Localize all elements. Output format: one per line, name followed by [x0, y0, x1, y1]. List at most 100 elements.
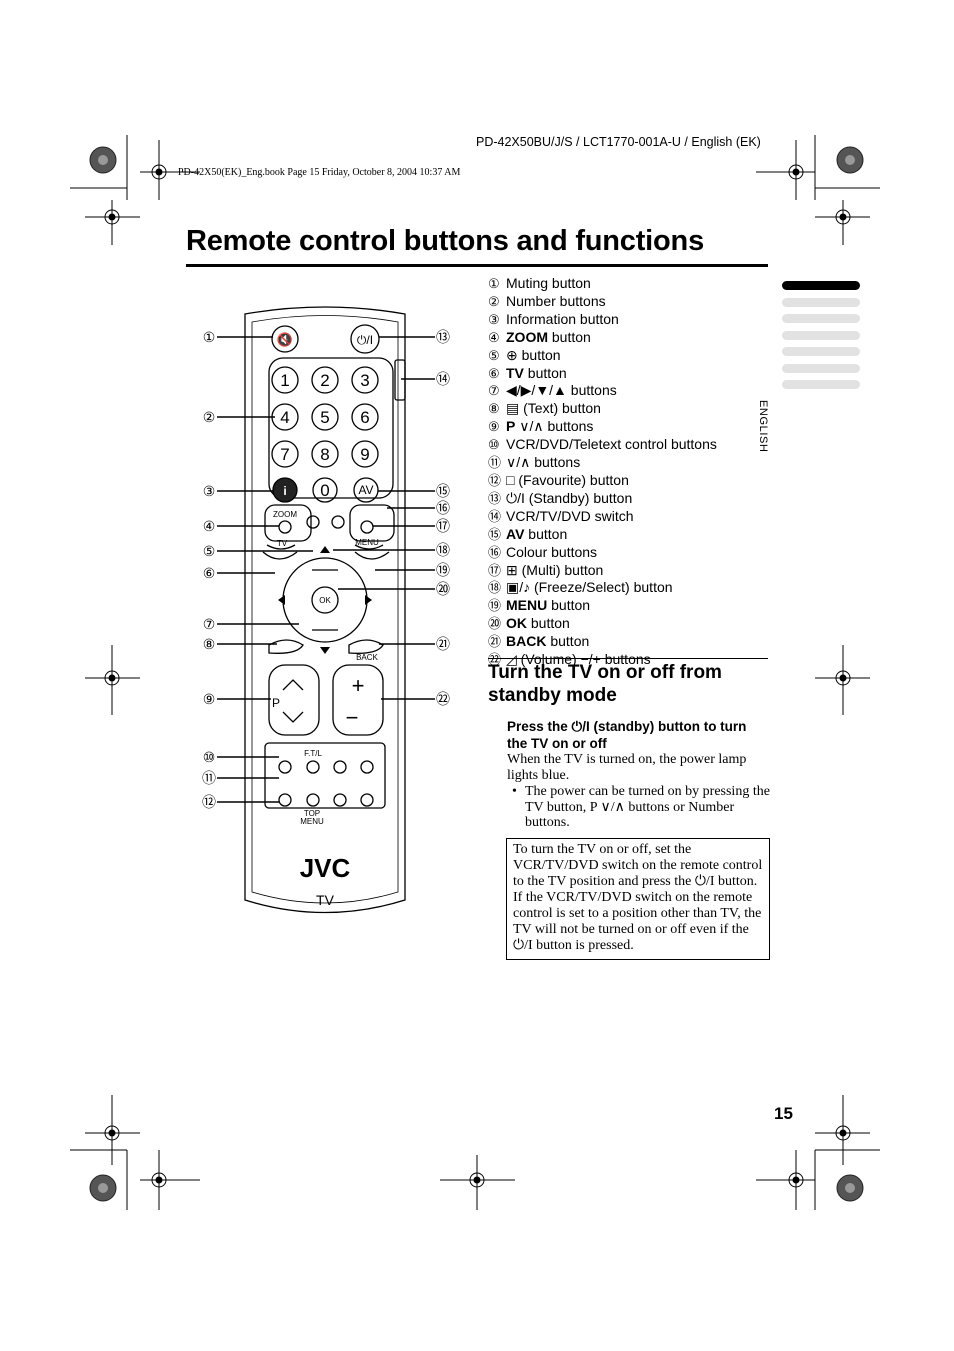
- legend-symbol: ⏻/I: [506, 489, 525, 506]
- note-box: To turn the TV on or off, set the VCR/TV…: [506, 838, 770, 960]
- legend-text: VCR/TV/DVD switch: [506, 507, 634, 524]
- legend-key-name: ZOOM: [506, 328, 548, 345]
- legend-item: ⑰⊞ (Multi) button: [488, 562, 717, 580]
- legend-text: ◀/▶/▼/▲ buttons: [506, 382, 617, 399]
- ok-key-label: OK: [319, 596, 331, 605]
- legend-text: (Text) button: [519, 400, 601, 417]
- power-icon: ⏻/I: [357, 333, 373, 347]
- callout-17: ⑰: [436, 518, 450, 534]
- side-tab: [782, 347, 860, 356]
- language-tab-label: ENGLISH: [757, 400, 769, 453]
- legend-number: ⑰: [488, 562, 502, 578]
- legend-item: ⑬⏻/I (Standby) button: [488, 490, 717, 508]
- side-tab: [782, 380, 860, 389]
- legend-number: ㉒: [488, 652, 502, 668]
- volume-plus-icon: +: [352, 673, 365, 698]
- legend-number: ⑫: [488, 472, 502, 488]
- callout-10: ⑩: [203, 749, 216, 765]
- remote-tv-label: TV: [316, 892, 335, 908]
- legend-text: (Favourite) button: [514, 471, 629, 488]
- callout-22: ㉒: [436, 691, 450, 707]
- legend-text: Colour buttons: [506, 543, 598, 560]
- legend-text: button: [524, 525, 568, 542]
- arrow-left-icon: [278, 595, 285, 605]
- top-menu-label-2: MENU: [300, 817, 324, 826]
- callout-1: ①: [203, 329, 216, 345]
- side-tab: [782, 281, 860, 290]
- callout-3: ③: [203, 483, 216, 499]
- key-0: 0: [320, 481, 329, 500]
- callout-19: ⑲: [436, 562, 450, 578]
- legend-text: button: [517, 346, 561, 363]
- page-title: Remote control buttons and functions: [186, 225, 705, 257]
- top-menu-label-1: TOP: [304, 809, 320, 818]
- legend-number: ⑥: [488, 365, 500, 381]
- legend-key-name: MENU: [506, 597, 548, 614]
- mute-icon: 🔇: [277, 332, 293, 347]
- legend-text: (Standby) button: [524, 489, 633, 506]
- key-5: 5: [320, 408, 329, 427]
- legend-symbol: ⊕: [506, 346, 518, 363]
- legend-item: ⑧▤ (Text) button: [488, 400, 717, 418]
- legend-text: Number buttons: [506, 292, 606, 309]
- zoom-key-label: ZOOM: [273, 510, 297, 519]
- bullet-text: The power can be turned on by pressing t…: [525, 784, 770, 830]
- callout-4: ④: [203, 518, 216, 534]
- legend-text: button: [548, 328, 591, 345]
- back-key-label: BACK: [356, 653, 378, 662]
- key-1: 1: [280, 371, 289, 390]
- legend-item: ⑩ VCR/DVD/Teletext control buttons: [488, 436, 717, 454]
- legend-key-name: BACK: [506, 633, 547, 650]
- legend-symbol: ▣/♪: [506, 579, 531, 596]
- legend-key-name: OK: [506, 615, 527, 632]
- callout-5: ⑤: [203, 543, 216, 559]
- legend-key-name: AV: [506, 525, 525, 542]
- legend-number: ⑪: [488, 455, 502, 471]
- doc-id-header: PD-42X50BU/J/S / LCT1770-001A-U / Englis…: [476, 135, 761, 149]
- legend-number: ⑲: [488, 598, 502, 614]
- section-title: Turn the TV on or off from standby mode: [488, 662, 722, 706]
- legend-number: ⑦: [488, 383, 500, 399]
- legend-number: ④: [488, 329, 500, 345]
- legend-number: ⑩: [488, 437, 500, 453]
- legend-number: ⑤: [488, 347, 500, 363]
- legend-text: Muting button: [506, 275, 591, 291]
- legend-number: ③: [488, 311, 500, 327]
- legend-key-name: TV: [506, 364, 524, 381]
- callout-9: ⑨: [203, 691, 216, 707]
- key-6: 6: [360, 408, 369, 427]
- side-tab: [782, 314, 860, 323]
- bullet-dot: •: [512, 784, 517, 799]
- side-tab: [782, 297, 860, 307]
- callout-11: ⑪: [202, 770, 216, 786]
- volume-minus-icon: −: [346, 705, 359, 730]
- av-key-label: AV: [358, 483, 373, 497]
- key-3: 3: [360, 371, 369, 390]
- callout-16: ⑯: [436, 500, 450, 516]
- legend-number: ⑯: [488, 544, 502, 560]
- legend-text: button: [527, 615, 570, 632]
- callout-2: ②: [203, 409, 216, 425]
- legend-symbol: ◿: [506, 651, 517, 668]
- legend-symbol: □: [506, 471, 515, 488]
- legend-number: ⑮: [488, 526, 502, 542]
- legend-number: ⑧: [488, 401, 500, 417]
- side-tab: [782, 330, 860, 340]
- legend-text: button: [523, 364, 567, 381]
- legend-text: ∨/∧ buttons: [506, 454, 581, 471]
- arrow-down-icon: [320, 647, 330, 654]
- legend-text: VCR/DVD/Teletext control buttons: [506, 436, 717, 453]
- callout-21: ㉑: [436, 636, 450, 652]
- title-underline: [186, 264, 768, 267]
- legend-item: ㉒◿ (Volume) −/+ buttons: [488, 651, 717, 669]
- menu-key-label: MENU: [355, 538, 379, 547]
- legend-item: ⑤ ⊕ button: [488, 347, 717, 365]
